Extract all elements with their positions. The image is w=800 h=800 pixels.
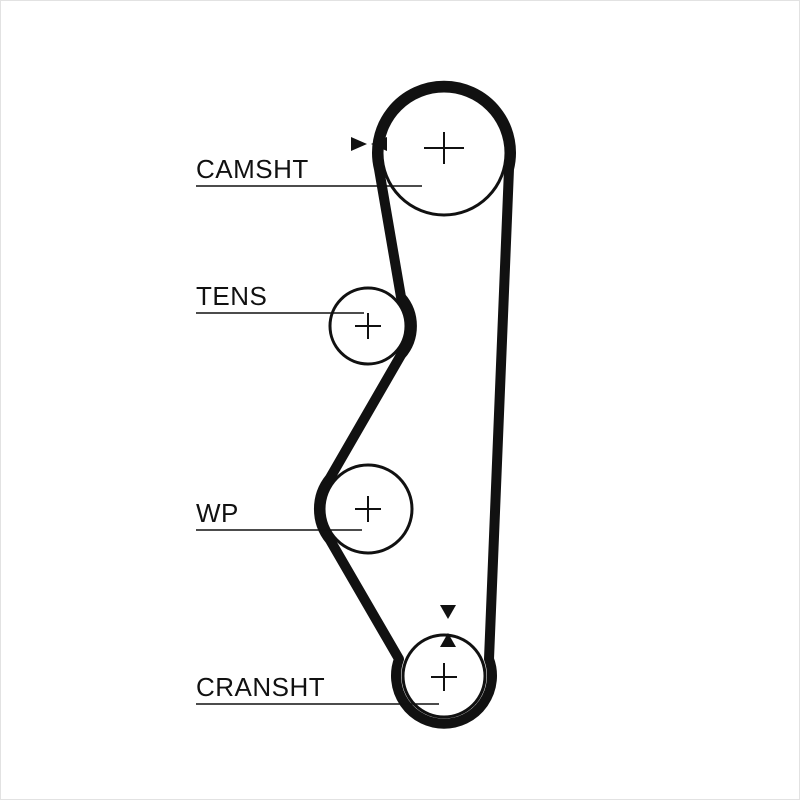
camshaft-timing-mark-right-icon — [351, 137, 367, 151]
tensioner-label: TENS — [196, 281, 267, 311]
water-pump-label: WP — [196, 498, 239, 528]
crankshaft-center-cross-icon — [431, 663, 457, 691]
tensioner-center-cross-icon — [355, 313, 381, 339]
timing-belt-path — [313, 80, 516, 729]
crankshaft-label: CRANSHT — [196, 672, 325, 702]
camshaft-label: CAMSHT — [196, 154, 309, 184]
camshaft-center-cross-icon — [424, 132, 464, 164]
camshaft-timing-mark-left-icon — [371, 137, 387, 151]
water-pump-center-cross-icon — [355, 496, 381, 522]
crankshaft-timing-mark-up-icon — [440, 633, 456, 647]
crankshaft-timing-mark-down-icon — [440, 605, 456, 619]
